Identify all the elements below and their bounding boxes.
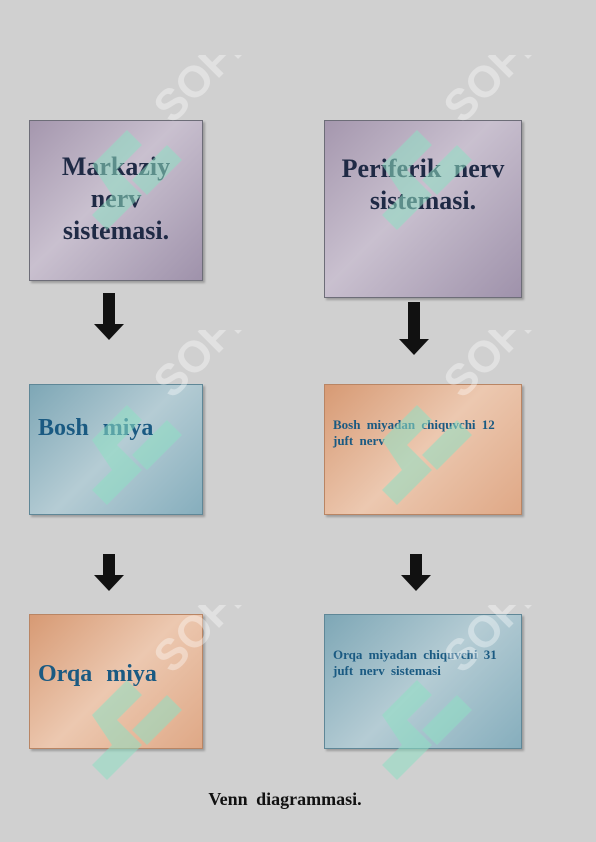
central-nervous-system-box: Markaziy nerv sistemasi. (29, 120, 203, 281)
arrow-down-icon (94, 554, 124, 591)
peripheral-nervous-system-label: Periferik nerv sistemasi. (341, 154, 505, 215)
cranial-nerves-box: Bosh miyadan chiquvchi 12 juft nerv (324, 384, 522, 515)
spinal-cord-box: Orqa miya (29, 614, 203, 749)
arrow-down-icon (399, 302, 429, 355)
diagram-caption: Venn diagrammasi. (208, 789, 362, 809)
brain-label: Bosh miya (38, 415, 154, 441)
spinal-nerves-box: Orqa miyadan chiquvchi 31 juft nerv sist… (324, 614, 522, 749)
spinal-nerves-label: Orqa miyadan chiquvchi 31 juft nerv sist… (333, 647, 497, 678)
cranial-nerves-label: Bosh miyadan chiquvchi 12 juft nerv (333, 417, 495, 448)
central-nervous-system-label: Markaziy nerv sistemasi. (61, 152, 171, 245)
brain-box: Bosh miya (29, 384, 203, 515)
spinal-cord-label: Orqa miya (38, 661, 157, 687)
arrow-down-icon (401, 554, 431, 591)
arrow-down-icon (94, 293, 124, 340)
peripheral-nervous-system-box: Periferik nerv sistemasi. (324, 120, 522, 298)
